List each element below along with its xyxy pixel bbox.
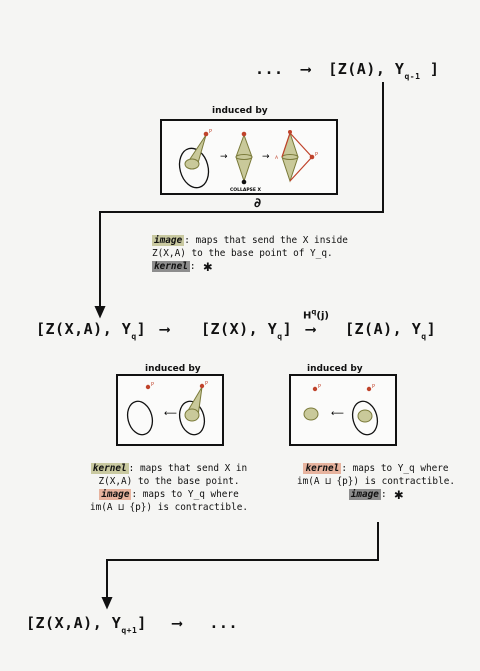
red-path	[281, 131, 313, 182]
connector-top	[99, 82, 384, 312]
top-arrow: ⟶	[301, 60, 311, 78]
svg-text:P: P	[318, 384, 321, 390]
box3-title: induced by	[307, 364, 363, 374]
box2-arrow: ⟵	[164, 409, 177, 419]
note1-kernel-kw: kernel	[152, 261, 190, 272]
svg-text:P: P	[205, 381, 208, 387]
note1-image-kw: image	[152, 235, 185, 246]
note2-line2: Z(X,A) to the base point.	[98, 476, 240, 487]
note1-image-text2: Z(X,A) to the base point of Y_q.	[152, 248, 333, 259]
space-x-box2-left	[126, 400, 154, 436]
point-p-mid	[241, 131, 247, 137]
top-target-close: ]	[429, 60, 440, 78]
svg-text:→: →	[262, 152, 270, 162]
note2-kernel-kw: kernel	[90, 463, 129, 474]
point-p-box3-right	[366, 386, 372, 392]
svg-text:→: →	[220, 152, 228, 162]
bottom-item: [Z(X,A), Y	[26, 614, 122, 632]
box1: P → COLLAPSE X → A P	[160, 119, 338, 195]
note1: image: maps that send the X inside Z(X,A…	[152, 234, 348, 275]
svg-text:P: P	[372, 384, 375, 390]
note2-line4: im(A ⊔ {p}) is contractible.	[89, 502, 249, 513]
subset-a-box3-right	[357, 409, 373, 423]
box2: P ⟵ P	[116, 374, 224, 446]
svg-text:P: P	[315, 152, 318, 158]
svg-text:A: A	[275, 155, 279, 161]
bottom-item-sub: q+1	[121, 626, 138, 635]
note1-star: ✱	[203, 257, 213, 275]
note1-kernel-text: :	[189, 261, 196, 272]
box2-illustration: P ⟵ P	[126, 381, 208, 436]
subset-a-box3-left	[303, 407, 319, 421]
svg-text:P: P	[151, 382, 154, 388]
box1-title: induced by	[212, 106, 268, 116]
note3-star: ✱	[394, 485, 404, 503]
box1-illustration: P → COLLAPSE X → A P	[178, 129, 318, 193]
connector-bottom	[106, 522, 379, 603]
note2: kernel: maps that send X in Z(X,A) to th…	[74, 462, 264, 514]
bottom-arrow: ⟶	[172, 614, 182, 632]
point-p-left	[203, 131, 209, 137]
box2-title: induced by	[145, 364, 201, 374]
note3-kernel-kw: kernel	[303, 463, 342, 474]
connector-top-arrowhead	[94, 306, 106, 319]
top-row: ... ⟶ [Z(A), Yq-1 ]	[255, 60, 439, 81]
bottom-row: [Z(X,A), Yq+1] ⟶ ...	[26, 614, 238, 635]
note1-image-text1: : maps that send the X inside	[184, 235, 348, 246]
base-point-mid	[241, 179, 247, 185]
box3: P ⟵ P	[289, 374, 397, 446]
svg-text:P: P	[209, 129, 212, 135]
subset-a-left	[184, 158, 200, 170]
middle-arrow2: ⟶	[306, 320, 316, 338]
connector-bottom-arrowhead	[101, 597, 113, 610]
top-dots: ...	[255, 60, 284, 78]
note3-line2: im(A ⊔ {p}) is contractible.	[296, 476, 456, 487]
note2-line1: : maps that send X in	[128, 463, 248, 474]
point-p-box2-left	[145, 384, 151, 390]
box3-arrow: ⟵	[331, 409, 344, 419]
top-target-sub: q-1	[404, 72, 421, 81]
note2-line3: : maps to Y_q where	[131, 489, 239, 500]
note3-line1: : maps to Y_q where	[341, 463, 449, 474]
point-p-right	[309, 154, 315, 160]
box3-illustration: P ⟵ P	[303, 384, 379, 436]
middle-item3: [Z(A), Yq]	[345, 320, 437, 341]
note2-image-kw: image	[99, 489, 132, 500]
space-x-box3-right	[351, 400, 379, 436]
middle-item1: [Z(X,A), Yq]	[36, 320, 147, 341]
bottom-dots: ...	[209, 614, 238, 632]
note3-image-kw: image	[348, 489, 381, 500]
note3-image-text: :	[380, 489, 387, 500]
bottom-item-close: ]	[137, 614, 147, 632]
top-target: [Z(A), Y	[328, 60, 405, 78]
middle-item2: [Z(X), Yq]	[201, 320, 293, 341]
note3: kernel: maps to Y_q where im(A ⊔ {p}) is…	[276, 462, 476, 503]
point-p-box2-right	[199, 383, 205, 389]
boundary-label: ∂	[254, 196, 262, 211]
space-x-box2-right	[178, 400, 206, 436]
middle-arrow1: ⟶	[160, 320, 170, 338]
collapse-x-label: COLLAPSE X	[230, 187, 262, 193]
space-x-ellipse	[178, 147, 210, 189]
point-p-box3-left	[312, 386, 318, 392]
map-label: Hq(j)	[303, 308, 329, 322]
